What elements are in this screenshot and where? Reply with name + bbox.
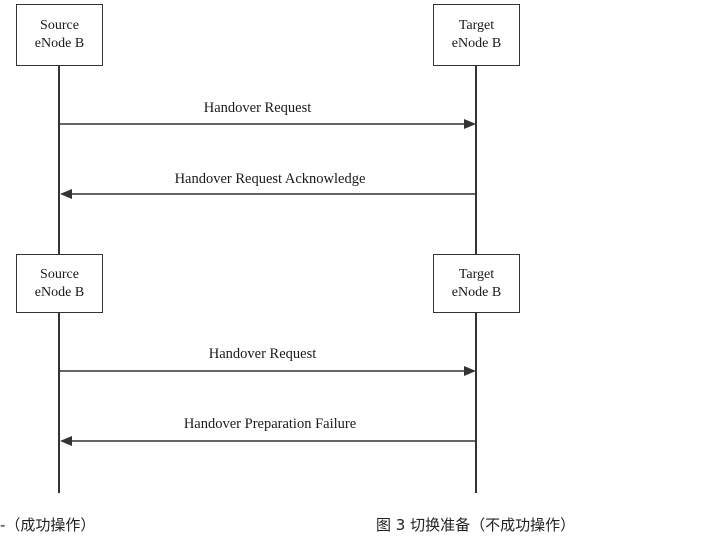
message-label-handover-prep-failure: Handover Preparation Failure <box>183 416 357 432</box>
target-enodeb-bottom-line1: Target <box>458 266 495 282</box>
source-enodeb-box-bottom: Source eNode B <box>16 254 103 313</box>
arrowhead-handover-request-1 <box>464 119 476 129</box>
source-enodeb-top-line2: eNode B <box>34 36 85 51</box>
arrowhead-handover-request-2 <box>464 366 476 376</box>
message-label-handover-request-1: Handover Request <box>203 100 312 116</box>
target-enodeb-box-top: Target eNode B <box>433 4 520 66</box>
target-enodeb-bottom-line2: eNode B <box>451 284 502 300</box>
target-enodeb-top-line2: eNode B <box>451 36 502 51</box>
message-label-handover-request-ack: Handover Request Acknowledge <box>174 171 366 187</box>
source-enodeb-box-top: Source eNode B <box>16 4 103 66</box>
target-lifeline-bottom <box>475 313 477 493</box>
source-lifeline-top <box>58 66 60 255</box>
arrowhead-handover-request-ack <box>60 189 72 199</box>
message-label-handover-request-2: Handover Request <box>208 346 317 362</box>
source-enodeb-bottom-line2: eNode B <box>34 284 85 300</box>
target-enodeb-top-line1: Target <box>458 18 495 33</box>
target-enodeb-box-bottom: Target eNode B <box>433 254 520 313</box>
caption-left: -（成功操作） <box>0 516 96 534</box>
target-lifeline-top <box>475 66 477 255</box>
arrowhead-handover-prep-failure <box>60 436 72 446</box>
source-lifeline-bottom <box>58 313 60 493</box>
source-enodeb-bottom-line1: Source <box>40 266 79 282</box>
caption-right: 图 3 切换准备（不成功操作） <box>376 516 576 534</box>
source-enodeb-top-line1: Source <box>40 18 79 33</box>
